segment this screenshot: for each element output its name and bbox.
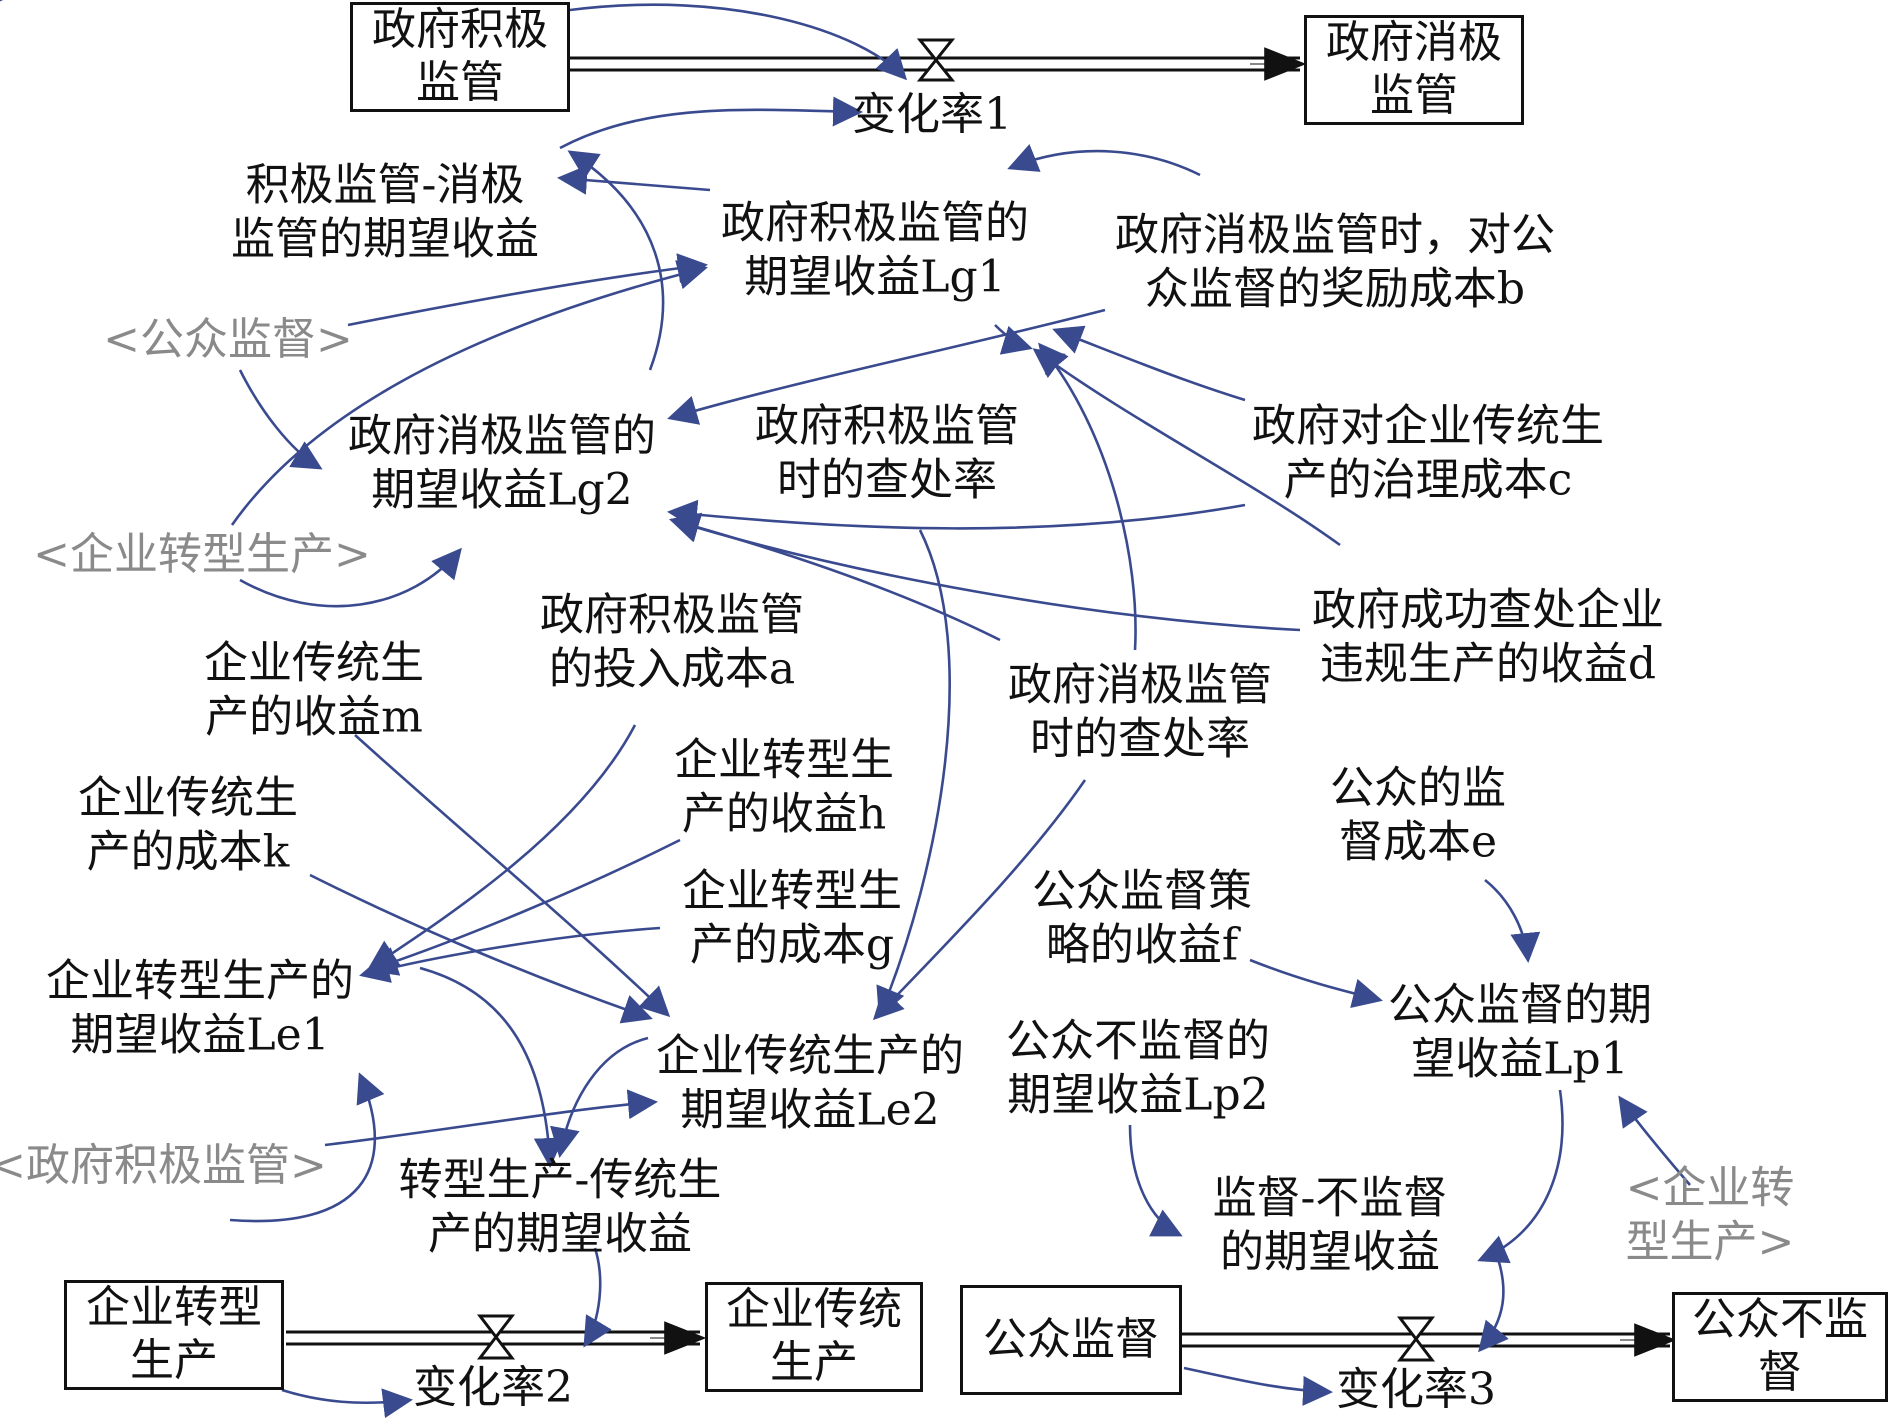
var-pub-income-f: 公众监督策 略的收益f [1032,865,1252,970]
link-shadow-gov-to-le2 [324,1089,658,1147]
rate-1: 变化率1 [852,89,1012,141]
link-le2-to-diff [550,1036,649,1158]
link-e-to-lp1 [1484,878,1541,963]
var-reward-cost-b: 政府消极监管时，对公 众监督的奖励成本b [1115,209,1555,314]
link-d-to-lg1 [1032,348,1341,547]
stock-gov-passive: 政府消极 监管 [1304,15,1524,125]
shadow-enterprise-transform-2: <企业转型生产> [1625,1162,1795,1267]
stock-pub-supervise: 公众监督 [960,1285,1182,1395]
link-b-to-rate1 [1007,144,1201,177]
link-passive-rate-to-lg2 [669,512,1001,642]
stock-ent-traditional: 企业传统 生产 [705,1282,923,1392]
stock-ent-transform: 企业转型 生产 [64,1280,284,1390]
link-g-to-le1 [359,926,661,983]
var-lg1: 政府积极监管的 期望收益Lg1 [721,197,1029,302]
link-diff-to-rate1 [559,96,863,150]
link-gov-active-to-rate1 [569,3,908,81]
rate-3: 变化率3 [1336,1364,1496,1416]
var-trans-cost-g: 企业转型生 产的成本g [682,865,902,970]
var-le2: 企业传统生产的 期望收益Le2 [656,1030,964,1135]
link-shadow-ent-to-lg2 [239,547,462,608]
link-k-to-le2 [309,873,653,1024]
var-lg2: 政府消极监管的 期望收益Lg2 [348,410,656,515]
link-passive-rate-to-le2 [872,779,1087,1021]
var-trans-income-h: 企业转型生 产的收益h [674,734,894,839]
var-pub-cost-e: 公众的监 督成本e [1330,762,1506,867]
link-pub-to-rate3 [1183,1366,1333,1406]
link-shadow-public-to-lg2 [238,369,323,470]
var-gov-cost-c: 政府对企业传统生 产的治理成本c [1252,400,1604,505]
link-diff-to-rate3 [1478,1249,1509,1353]
flow-pipe-1 [570,38,1307,82]
var-trad-cost-k: 企业传统生 产的成本k [78,772,298,877]
link-passive-rate-to-lg1 [1038,342,1137,651]
link-shadow-ent-to-lg1 [230,260,708,526]
shadow-enterprise-transform-1: <企业转型生产> [33,529,371,581]
var-active-minus-passive: 积极监管-消极 监管的期望收益 [231,159,539,264]
valve-icon-2 [476,1314,516,1360]
link-lg2-to-diff [567,150,665,371]
link-b-to-lg2 [667,308,1106,425]
link-c-to-lg1 [1052,325,1246,402]
var-trans-minus-trad: 转型生产-传统生 产的期望收益 [398,1154,722,1259]
var-lp2: 公众不监督的 期望收益Lp2 [1006,1015,1270,1120]
link-shadow-ent2-to-lp1 [1618,1095,1691,1186]
valve-icon-3 [1396,1316,1436,1362]
link-lp2-to-diff [1128,1124,1183,1237]
flow-pipe-3 [1182,1316,1677,1362]
var-sup-minus-nosup: 监督-不监督 的期望收益 [1212,1172,1448,1277]
valve-icon-1 [916,38,956,82]
stock-gov-active: 政府积极 监管 [350,2,570,112]
var-active-cost-a: 政府积极监管 的投入成本a [540,589,804,694]
var-passive-rate: 政府消极监管 时的查处率 [1008,659,1272,764]
link-active-rate-to-lg1 [994,324,1033,355]
link-f-to-lp1 [1249,958,1383,1009]
link-lp1-to-diff [1477,1089,1564,1264]
link-le1-to-diff [419,966,564,1168]
var-le1: 企业转型生产的 期望收益Le1 [46,955,354,1060]
var-trad-income-m: 企业传统生 产的收益m [204,637,424,742]
var-gov-income-d: 政府成功查处企业 违规生产的收益d [1312,584,1664,689]
shadow-gov-active: <政府积极监管> [0,1140,327,1192]
link-ent-to-rate2 [281,1388,413,1419]
link-shadow-public-to-lg1 [347,253,708,327]
flow-pipe-2 [286,1314,707,1360]
link-diff-to-rate2 [583,1247,612,1348]
link-c-to-lg2 [667,499,1246,530]
link-a-to-le1 [367,724,637,970]
var-active-rate: 政府积极监管 时的查处率 [755,400,1019,505]
link-shadow-gov-to-le1 [229,1072,385,1223]
rate-2: 变化率2 [413,1362,573,1414]
stock-pub-not-supervise: 公众不监督 [1672,1292,1888,1402]
link-lg1-to-diff [557,164,711,195]
link-m-to-le2 [354,734,671,1018]
shadow-public-supervision: <公众监督> [103,314,353,366]
var-lp1: 公众监督的期 望收益Lp1 [1388,979,1652,1084]
link-h-to-le1 [367,838,681,976]
